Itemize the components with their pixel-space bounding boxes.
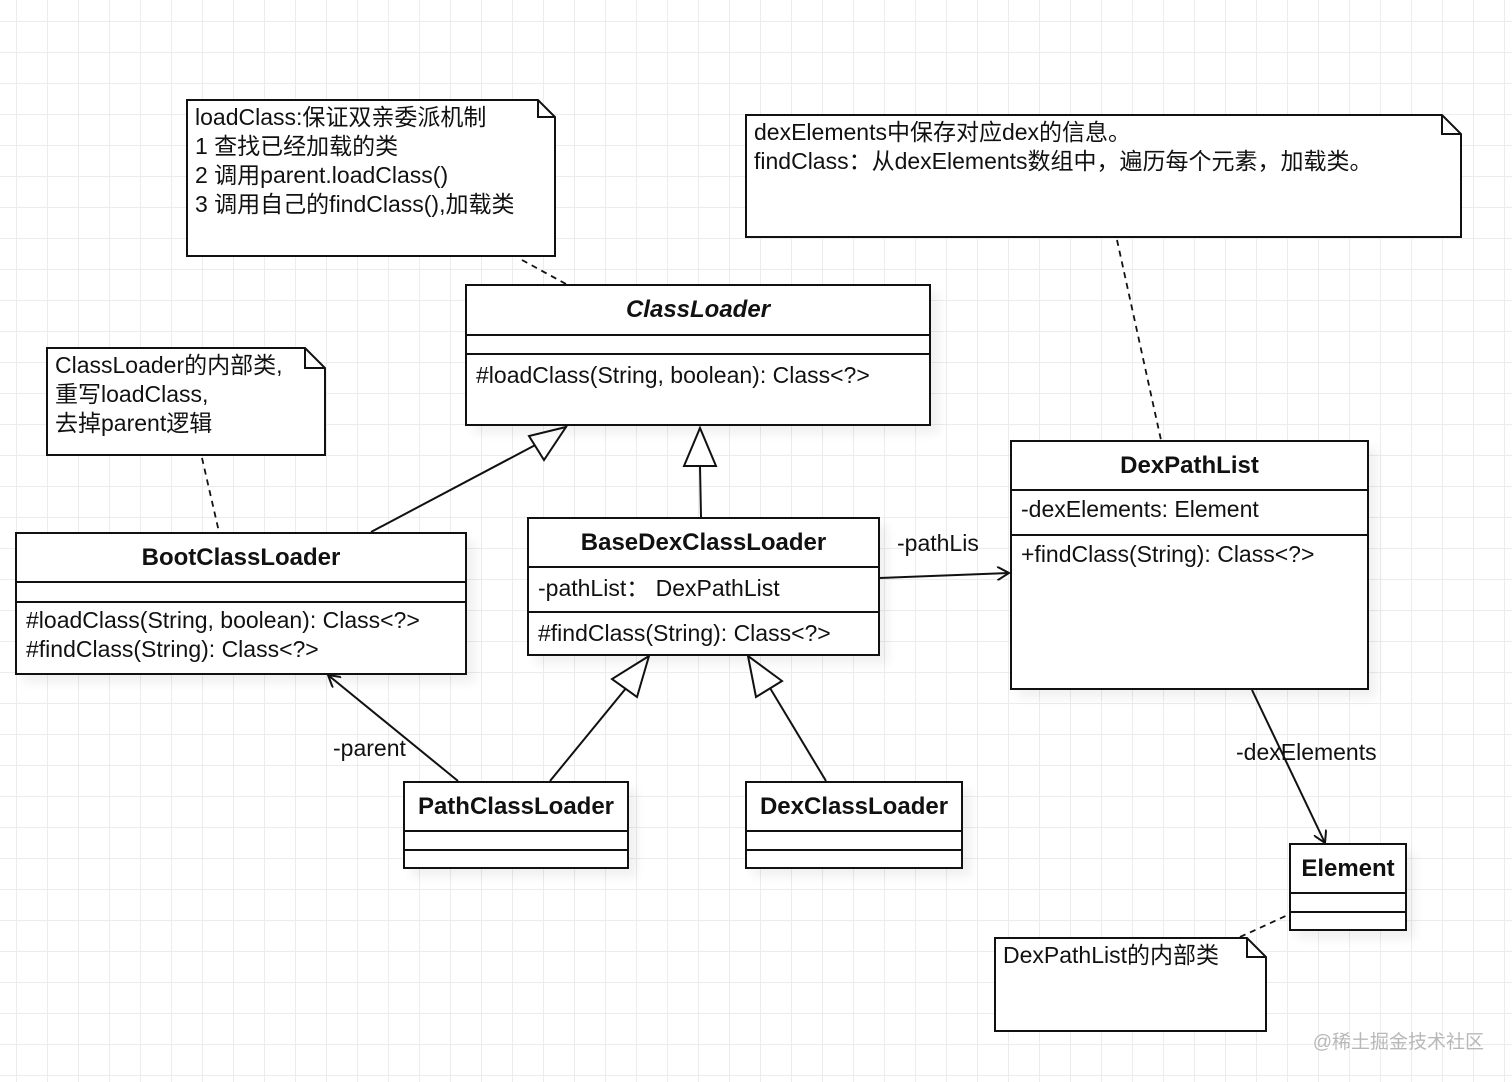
class-name: DexClassLoader [747,783,961,832]
attributes-section [405,832,627,851]
inherit-line-boot [370,441,542,533]
class-dexclassloader[interactable]: DexClassLoader [745,781,963,869]
dexelements-association-label: -dexElements [1236,739,1377,765]
note-line: 3 调用自己的findClass(),加载类 [195,191,515,217]
pathlist-association-label: -pathLis [897,530,979,556]
note-line: loadClass:保证双亲委派机制 [195,104,487,130]
note-line: ClassLoader的内部类, [55,352,283,378]
inherit-arrowhead-boot [527,425,569,462]
method: #findClass(String): Class<?> [26,636,319,662]
attributes-section [1291,894,1405,913]
attributes-section [747,832,961,851]
inherit-arrowhead-basedex [682,425,718,467]
note-element: DexPathList的内部类 [994,937,1273,1032]
note-line: dexElements中保存对应dex的信息。 [754,119,1132,145]
note-link-dexpathlist [1116,239,1162,441]
inherit-line-basedex [699,465,702,518]
parent-association-label: -parent [333,735,406,761]
attributes-section [17,583,465,603]
class-name: ClassLoader [467,286,929,336]
attributes-section [467,336,929,355]
methods-section: #loadClass(String, boolean): Class<?> #f… [17,603,465,668]
note-line: 去掉parent逻辑 [55,410,213,436]
note-shape [994,937,1267,1032]
assoc-line-parent [328,675,459,782]
assoc-line-dexelements [1251,689,1325,843]
note-shape [186,99,556,257]
inherit-arrowhead-path [610,653,651,699]
note-link-element [1239,913,1291,938]
watermark: @稀土掘金技术社区 [1312,1032,1484,1053]
method: #loadClass(String, boolean): Class<?> [476,362,870,388]
method: #loadClass(String, boolean): Class<?> [26,607,420,633]
class-classloader[interactable]: ClassLoader #loadClass(String, boolean):… [465,284,931,426]
inherit-line-dex [769,687,827,782]
note-link-classloader [521,259,567,285]
assoc-line-pathlist [878,573,1009,578]
note-link-bootclassloader [201,457,220,533]
class-bootclassloader[interactable]: BootClassLoader #loadClass(String, boole… [15,532,467,675]
class-name: BaseDexClassLoader [529,519,878,568]
note-shape [46,347,326,456]
note-classloader: loadClass:保证双亲委派机制 1 查找已经加载的类 2 调用parent… [186,99,556,257]
class-name: BootClassLoader [17,534,465,583]
class-name: PathClassLoader [405,783,627,832]
class-name: Element [1291,845,1405,894]
note-line: 1 查找已经加载的类 [195,133,399,159]
class-element[interactable]: Element [1289,843,1407,931]
inherit-line-path [549,686,628,782]
note-bootclassloader: ClassLoader的内部类, 重写loadClass, 去掉parent逻辑 [46,347,326,456]
attribute: -dexElements: Element [1021,496,1259,522]
note-shape [745,114,1462,238]
attributes-section: -pathList： DexPathList [529,568,878,613]
attribute: -pathList： DexPathList [538,575,780,601]
note-dexpathlist: dexElements中保存对应dex的信息。 findClass：从dexEl… [745,114,1462,238]
note-line: 重写loadClass, [55,381,209,407]
methods-section: +findClass(String): Class<?> [1012,536,1367,573]
method: #findClass(String): Class<?> [538,620,831,646]
class-dexpathlist[interactable]: DexPathList -dexElements: Element +findC… [1010,440,1369,690]
class-pathclassloader[interactable]: PathClassLoader [403,781,629,869]
note-line: findClass：从dexElements数组中，遍历每个元素，加载类。 [754,148,1373,174]
inherit-arrowhead-dex [746,653,784,699]
note-line: DexPathList的内部类 [1003,942,1220,968]
method: +findClass(String): Class<?> [1021,541,1315,567]
methods-section: #findClass(String): Class<?> [529,613,878,652]
methods-section: #loadClass(String, boolean): Class<?> [467,355,929,394]
note-line: 2 调用parent.loadClass() [195,162,449,188]
attributes-section: -dexElements: Element [1012,491,1367,536]
class-basedexclassloader[interactable]: BaseDexClassLoader -pathList： DexPathLis… [527,517,880,656]
class-name: DexPathList [1012,442,1367,491]
